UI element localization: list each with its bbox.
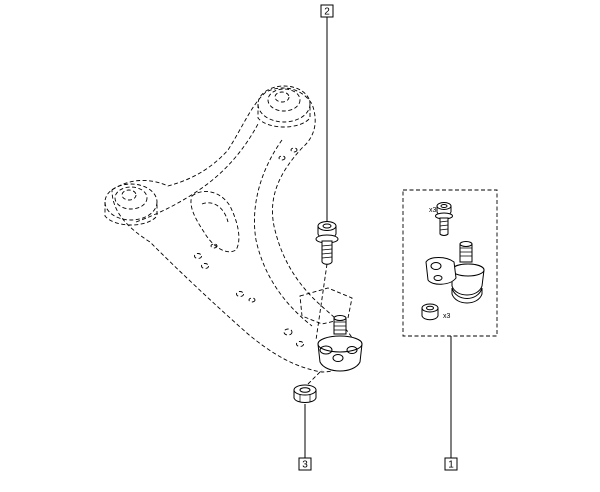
callout-1: 1 (444, 457, 458, 471)
nut-part-3 (293, 369, 323, 403)
detail-box-part-1: x3 x3 (402, 189, 498, 337)
kit-bolt (435, 202, 453, 236)
bolt-part-2 (315, 221, 339, 341)
callout-leaders (304, 17, 452, 458)
callout-3: 3 (298, 457, 312, 471)
kit-nut (421, 303, 439, 321)
lower-control-arm (104, 85, 357, 373)
front-bushing (104, 183, 158, 226)
rear-bushing (257, 85, 311, 128)
callout-1-label: 1 (448, 460, 454, 471)
callout-2: 2 (320, 4, 334, 18)
kit-ball-joint (425, 241, 485, 304)
callout-2-label: 2 (324, 7, 330, 18)
ball-joint-on-arm (317, 315, 363, 372)
callout-3-label: 3 (302, 460, 308, 471)
nut-quantity: x3 (443, 313, 451, 320)
bolt-quantity: x3 (429, 207, 437, 214)
